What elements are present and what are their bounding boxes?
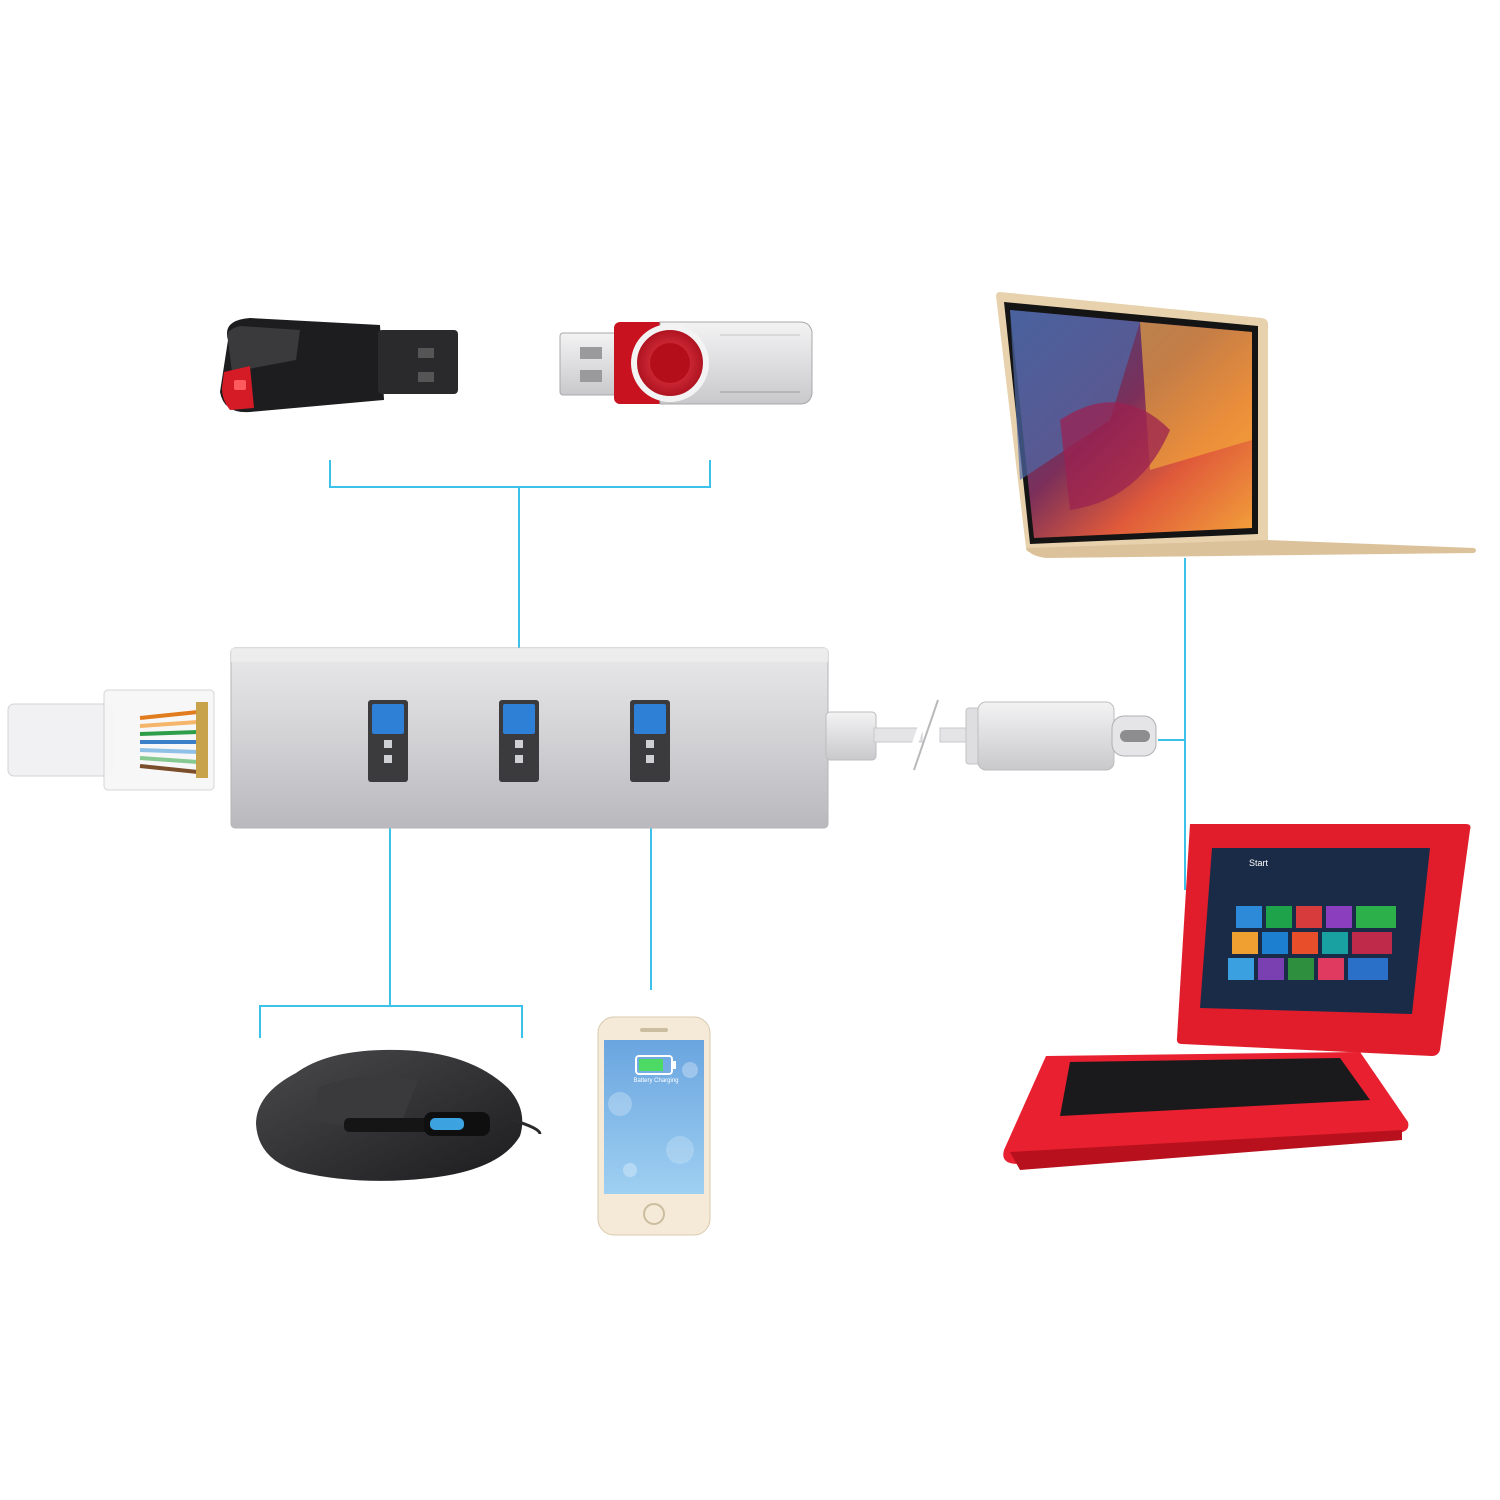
gaming-mouse (256, 1049, 542, 1181)
usb-port-3 (630, 700, 670, 782)
ethernet-rj45-plug (7, 689, 215, 791)
usb-port-2 (499, 700, 539, 782)
line-flash-drives (329, 460, 711, 488)
tablet-tiles (1228, 906, 1396, 980)
usb-flash-drive-red (559, 321, 813, 405)
laptop-gold (996, 292, 1476, 558)
usb-c-hub (230, 647, 829, 829)
usb-c-plug (965, 701, 1157, 771)
line-mouse (259, 1005, 523, 1038)
tablet-screen (1200, 848, 1430, 1014)
usb-port-1 (368, 700, 408, 782)
smartphone (597, 1016, 711, 1236)
usb-c-cable (825, 699, 971, 771)
usb-flash-drive-black (220, 318, 458, 413)
red-2-in-1-tablet (1003, 824, 1471, 1170)
phone-battery-label: Battery Charging (633, 1078, 679, 1084)
laptop-base (1026, 540, 1476, 558)
tablet-start-label: Start (1249, 858, 1269, 868)
connector-lines (259, 460, 1186, 1038)
usb-plug-metal (378, 330, 458, 394)
